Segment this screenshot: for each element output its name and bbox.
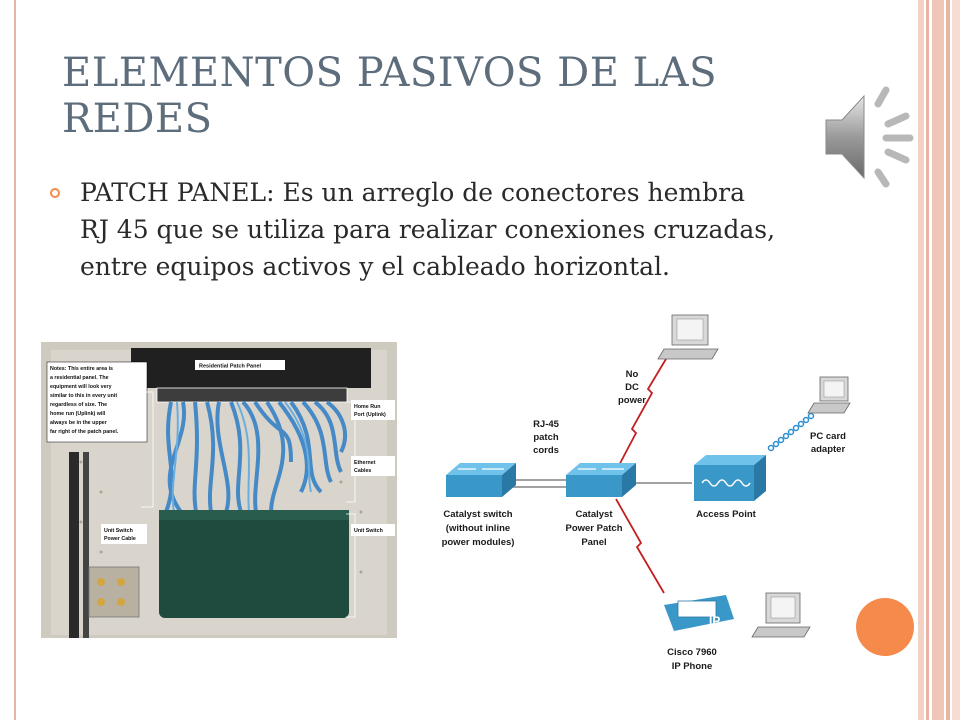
right-frame-stripe-4: [946, 0, 950, 720]
catalyst-ppp-label-2: Power Patch: [565, 523, 622, 534]
photo-notes-line-7: always be in the upper: [50, 420, 107, 426]
photo-notes-line-6: home run (Uplink) will: [50, 411, 106, 417]
photo-unit-switch-power-label-1: Unit Switch: [104, 528, 133, 534]
catalyst-switch-label-3: power modules): [442, 537, 515, 548]
photo-notes-line-1: Notes: This entire area is: [50, 366, 113, 372]
no-dc-power-label-2: DC: [625, 382, 639, 393]
speaker-icon[interactable]: [822, 82, 918, 190]
photo-notes-line-2: a residential panel. The: [50, 375, 109, 381]
photo-ethernet-label-2: Cables: [354, 468, 371, 474]
right-frame-stripe-3: [932, 0, 944, 720]
catalyst-switch-icon: [446, 463, 516, 497]
power-patch-panel-icon: [566, 463, 636, 497]
pc-card-label-1: PC card: [810, 431, 846, 442]
photo-notes-line-5: regardless of size. The: [50, 402, 107, 408]
photo-home-run-label-1: Home Run: [354, 404, 381, 410]
pc-card-label-2: adapter: [811, 444, 846, 455]
right-frame-stripe-5: [952, 0, 960, 720]
rj45-label-2: patch: [533, 432, 559, 443]
cisco-phone-label-2: IP Phone: [672, 661, 712, 672]
left-frame-border: [0, 0, 16, 720]
no-dc-power-label-3: power: [618, 395, 646, 406]
bullet-text: PATCH PANEL: Es un arreglo de conectores…: [80, 178, 776, 281]
rj45-label-3: cords: [533, 445, 559, 456]
photo-residential-patch-panel-label: Residential Patch Panel: [199, 364, 262, 370]
access-point-icon: [694, 455, 766, 501]
catalyst-switch-label-2: (without inline: [446, 523, 510, 534]
catalyst-ppp-label-1: Catalyst: [576, 509, 614, 520]
catalyst-switch-label-1: Catalyst switch: [443, 509, 512, 520]
photo-unit-switch-label: Unit Switch: [354, 528, 383, 534]
right-frame-stripe-1: [918, 0, 924, 720]
patch-panel-photo: Notes: This entire area is a residential…: [41, 342, 397, 638]
ip-badge: IP: [709, 614, 720, 628]
right-frame-stripe-2: [926, 0, 929, 720]
photo-notes-line-4: similar to this in every unit: [50, 393, 117, 399]
laptop-icon: [807, 376, 851, 414]
photo-unit-switch-power-label-2: Power Cable: [104, 536, 136, 542]
network-diagram: IP No DC power RJ-45 patch cords PC card…: [436, 303, 856, 683]
rj45-label-1: RJ-45: [533, 419, 560, 430]
catalyst-ppp-label-3: Panel: [581, 537, 606, 548]
photo-notes-line-3: equipment will look very: [50, 384, 112, 390]
photo-ethernet-label-1: Ethernet: [354, 460, 376, 466]
desktop-pc-bottom-icon: [751, 592, 811, 638]
photo-notes-line-8: far right of the patch panel.: [50, 429, 119, 435]
decorative-orange-circle: [856, 598, 914, 656]
no-dc-power-label-1: No: [626, 369, 639, 380]
bullet-marker: [50, 188, 60, 198]
cisco-phone-label-1: Cisco 7960: [667, 647, 717, 658]
access-point-label: Access Point: [696, 509, 756, 520]
slide-title: ELEMENTOS PASIVOS DE LAS REDES: [62, 50, 717, 142]
photo-home-run-label-2: Port (Uplink): [354, 412, 386, 418]
ip-phone-icon: IP: [664, 595, 734, 631]
desktop-pc-icon: [657, 314, 719, 360]
